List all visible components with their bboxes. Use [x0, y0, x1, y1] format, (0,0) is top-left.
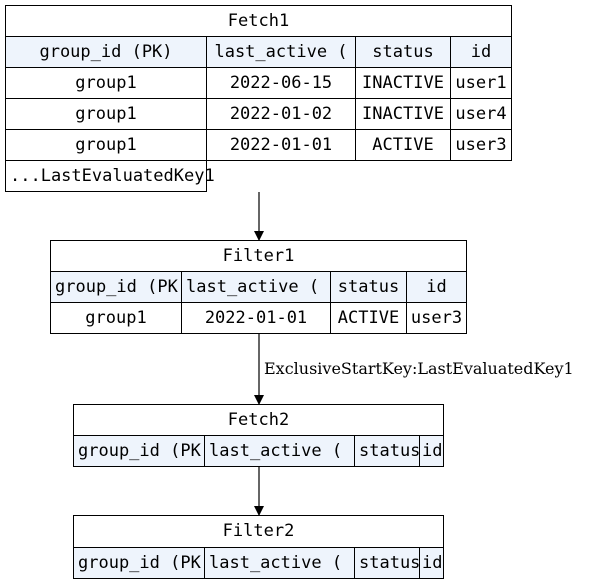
table-cell: user3	[450, 129, 512, 161]
fetch1-last-evaluated-key-note: ...LastEvaluatedKey1	[5, 160, 215, 192]
filter2-header-id: id	[419, 547, 444, 579]
fetch2-title: Fetch2	[73, 404, 444, 436]
filter1-header-group-id: group_id (PK	[50, 271, 182, 303]
fetch2-header-last-active: last_active (	[204, 435, 355, 467]
table-cell: 2022-01-01	[181, 302, 331, 334]
table-cell: 2022-01-01	[206, 129, 356, 161]
fetch1-header-last-active: last_active (	[206, 36, 356, 68]
fetch1-header-status: status	[355, 36, 451, 68]
table-cell: INACTIVE	[355, 98, 451, 130]
table-cell: INACTIVE	[355, 67, 451, 99]
table-cell: group1	[5, 98, 207, 130]
table-cell: user4	[450, 98, 512, 130]
table-cell: 2022-06-15	[206, 67, 356, 99]
fetch1-title: Fetch1	[5, 5, 512, 37]
fetch2-header-status: status	[354, 435, 420, 467]
table-cell: ACTIVE	[330, 302, 407, 334]
table-cell: user1	[450, 67, 512, 99]
filter1-title: Filter1	[50, 240, 467, 272]
filter1-header-status: status	[330, 271, 407, 303]
table-cell: 2022-01-02	[206, 98, 356, 130]
table-cell: ACTIVE	[355, 129, 451, 161]
fetch1-header-group-id: group_id (PK)	[5, 36, 207, 68]
table-cell: group1	[5, 129, 207, 161]
filter1-header-last-active: last_active (	[181, 271, 331, 303]
filter2-header-last-active: last_active (	[204, 547, 355, 579]
fetch2-header-id: id	[419, 435, 444, 467]
edge-label-exclusive-start-key: ExclusiveStartKey:LastEvaluatedKey1	[264, 359, 574, 378]
filter2-header-group-id: group_id (PK	[73, 547, 205, 579]
fetch1-header-id: id	[450, 36, 512, 68]
fetch2-header-group-id: group_id (PK	[73, 435, 205, 467]
table-cell: user3	[406, 302, 467, 334]
table-cell: group1	[5, 67, 207, 99]
filter1-header-id: id	[406, 271, 467, 303]
filter2-header-status: status	[354, 547, 420, 579]
filter2-title: Filter2	[73, 515, 444, 548]
table-cell: group1	[50, 302, 182, 334]
